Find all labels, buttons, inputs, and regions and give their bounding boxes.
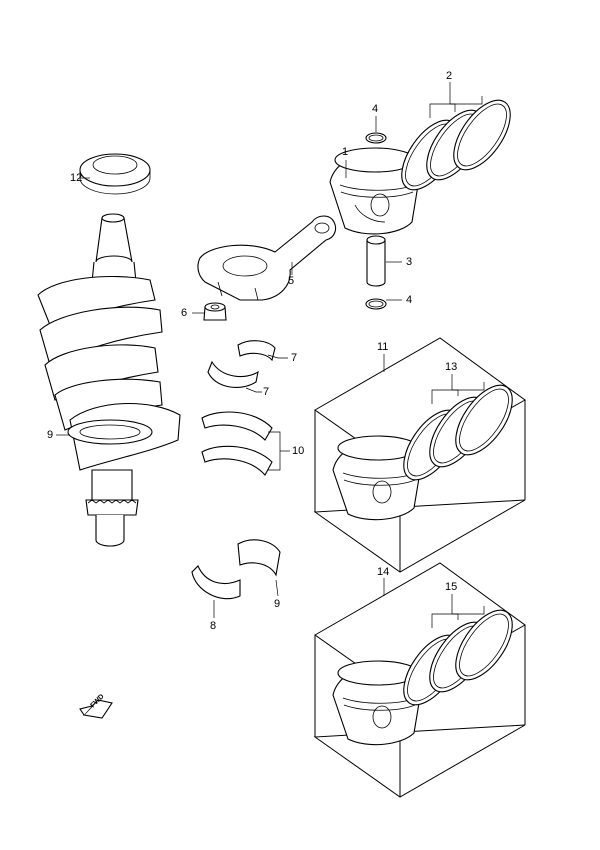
callout-3: 3 — [406, 256, 413, 268]
callout-12: 11 — [377, 341, 389, 353]
callout-2: 2 — [446, 70, 453, 82]
piston-rings — [401, 99, 511, 191]
piston-pin-clip-top — [365, 132, 387, 144]
rod-nut — [203, 302, 227, 321]
piston-pin-clip-bottom — [365, 298, 387, 310]
main-bearing-lower — [201, 445, 273, 476]
crankshaft — [37, 213, 181, 547]
callout-4-bottom: 4 — [406, 294, 413, 306]
callout-10: 10 — [292, 445, 305, 457]
thrust-bearing-upper — [237, 539, 281, 577]
callout-8: 9 — [47, 429, 54, 441]
con-rod-bearing-upper — [237, 340, 276, 362]
piston-set-box-14 — [313, 562, 526, 798]
callout-9-right: 9 — [274, 598, 281, 610]
callout-11: 12 — [70, 172, 83, 184]
piston-pin — [366, 235, 386, 287]
callout-6: 6 — [181, 307, 188, 319]
callout-9-left: 8 — [210, 620, 217, 632]
callout-4-top: 4 — [372, 103, 379, 115]
forward-direction-arrow-icon — [79, 699, 113, 719]
main-bearing-upper — [201, 411, 273, 441]
callout-5: 5 — [288, 275, 295, 287]
callout-13: 13 — [445, 361, 458, 373]
callout-15: 15 — [445, 581, 458, 593]
callout-7-lower: 7 — [263, 386, 270, 398]
connecting-rod — [197, 215, 337, 301]
oil-seal — [79, 153, 151, 195]
leader-lines — [56, 82, 485, 628]
callout-7-upper: 7 — [291, 352, 298, 364]
thrust-bearing-lower — [191, 565, 241, 600]
piston-set-box-12 — [313, 337, 526, 573]
callout-1: 1 — [342, 146, 349, 158]
callout-14: 14 — [377, 566, 390, 578]
con-rod-bearing-lower — [207, 360, 259, 388]
